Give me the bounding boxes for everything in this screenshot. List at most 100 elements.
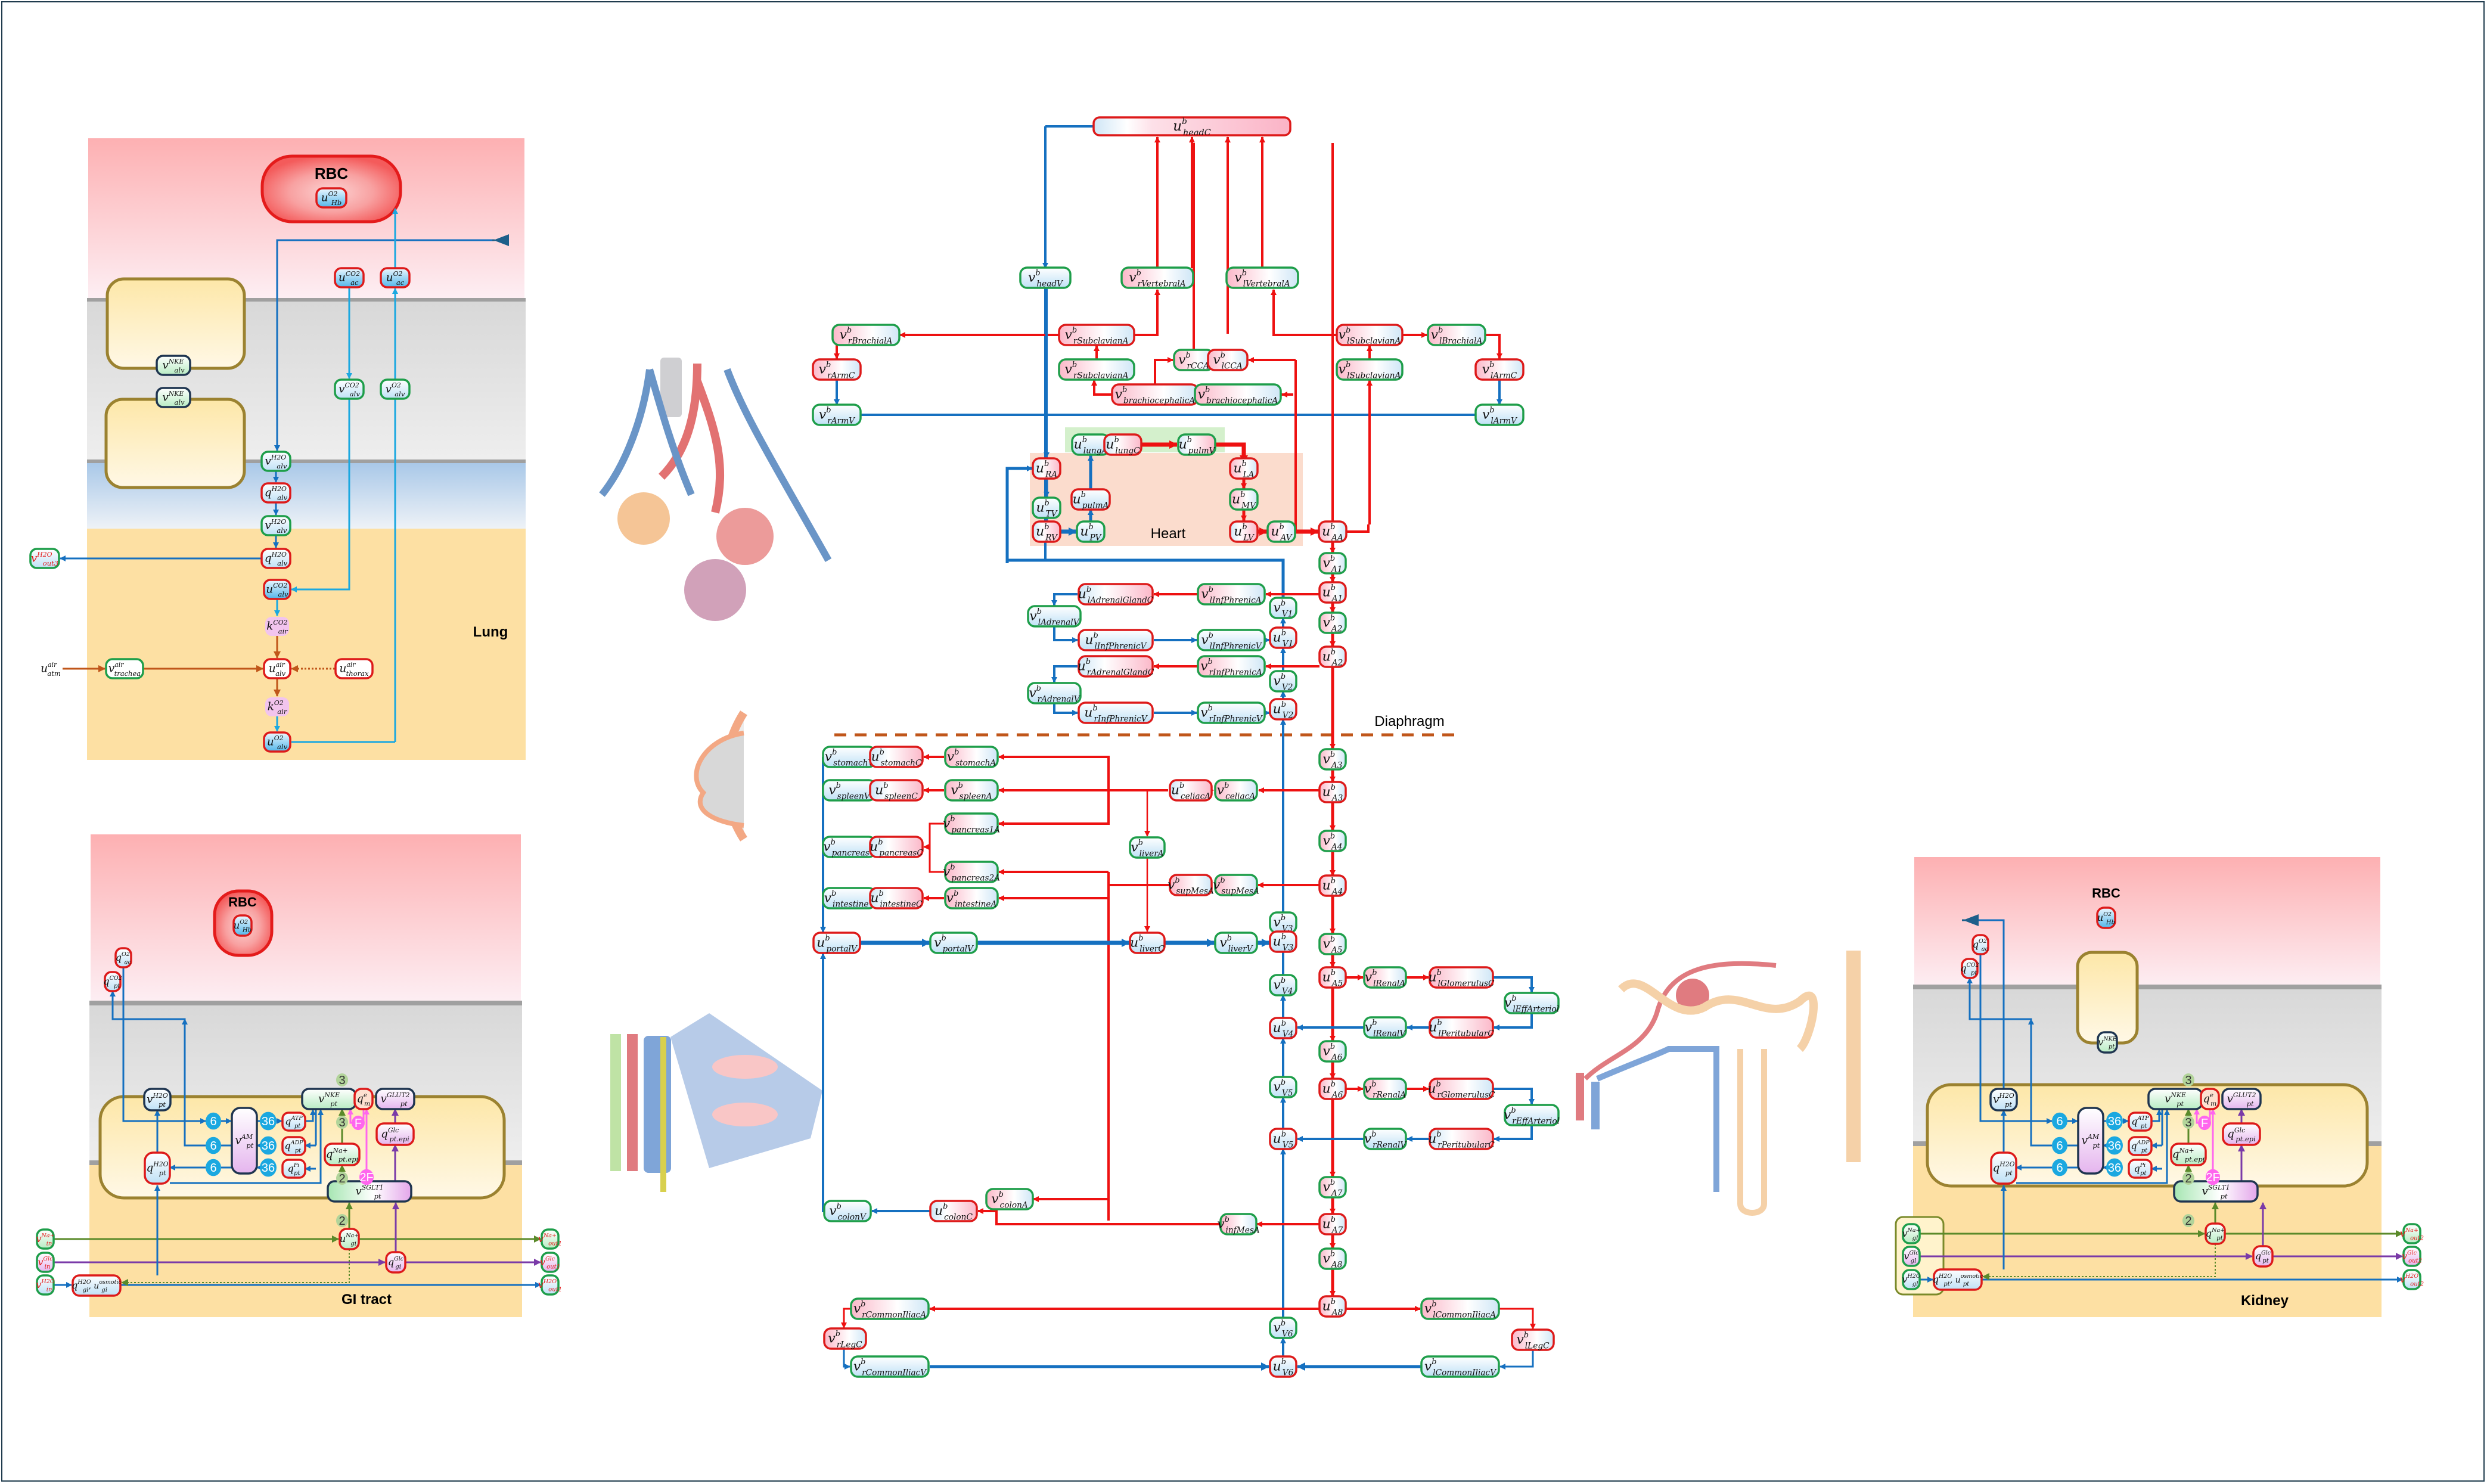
node-gi-q-pt-epi-na[interactable]: qNa+pt.epi: [324, 1143, 361, 1166]
node-gi-u-gi-na[interactable]: uNa+gi: [339, 1228, 360, 1250]
node-kidney-v-out2-na[interactable]: vNa+out2: [2400, 1223, 2424, 1244]
